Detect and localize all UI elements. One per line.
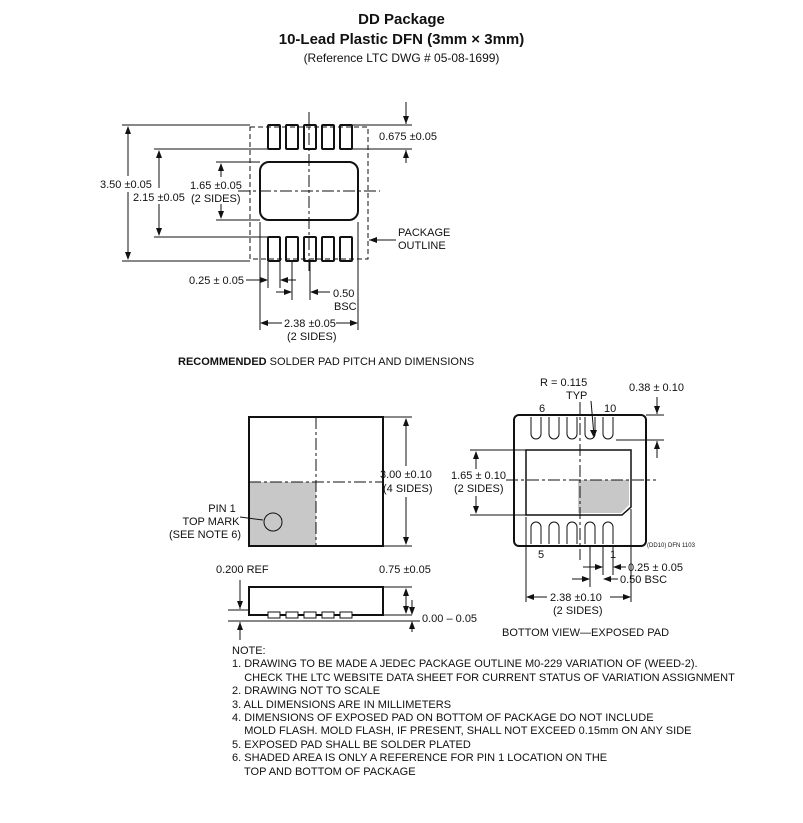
note-line: 3. ALL DIMENSIONS ARE IN MILLIMETERS [232,698,452,711]
dim-exposed-pad-width: 2.38 ±0.05 [284,318,336,330]
note-line: 4. DIMENSIONS OF EXPOSED PAD ON BOTTOM O… [232,712,654,725]
dim-bottom-exposed-pad-width: 2.38 ±0.10 [550,592,602,604]
package-subtitle: 10-Lead Plastic DFN (3mm × 3mm) [278,31,525,48]
package-title: DD Package [358,11,445,28]
solder-pad [267,236,281,262]
dim-bottom-exposed-pad-height-note: (2 SIDES) [454,483,504,495]
dim-bottom-pad-width: 0.25 ± 0.05 [628,562,683,574]
solder-pad [339,124,353,150]
lead-pad [548,417,560,440]
dim-body-size: 3.00 ±0.10 [380,469,432,481]
lead-pad [584,521,596,544]
pin1-shaded-area [250,482,316,545]
dim-package-length: 3.50 ±0.05 [100,179,152,191]
radius-label: R = 0.115 [540,377,587,389]
solder-pad [339,236,353,262]
drawing-code: (DD10) DFN 1103 [647,543,696,549]
note-line: CHECK THE LTC WEBSITE DATA SHEET FOR CUR… [232,671,735,684]
footprint-caption-rest: SOLDER PAD PITCH AND DIMENSIONS [267,356,475,368]
bottom-view: R = 0.115 TYP 6 10 5 1 0.38 ± 0.10 1.65 … [451,377,696,639]
exposed-pad-bottom [525,449,632,516]
dim-body-size-note: (4 SIDES) [383,483,433,495]
lead-pad [566,417,578,440]
pin1-label: PIN 1 [208,503,236,515]
notes-block: NOTE: 1. DRAWING TO BE MADE A JEDEC PACK… [232,645,735,779]
lead-pad [602,417,614,440]
side-profile [248,586,384,616]
bottom-view-caption: BOTTOM VIEW—EXPOSED PAD [502,627,669,639]
solder-pad [321,124,335,150]
dim-bottom-exposed-pad-height: 1.65 ± 0.10 [451,470,506,482]
solder-pad [303,236,317,262]
lead-pad [530,521,542,544]
note-line: 1. DRAWING TO BE MADE A JEDEC PACKAGE OU… [232,658,698,671]
top-view: PIN 1 TOP MARK (SEE NOTE 6) 3.00 ±0.10 (… [169,416,433,547]
footprint-caption-bold: RECOMMENDED [178,356,267,368]
lead-pad [602,521,614,544]
lead-pad [566,521,578,544]
dim-package-height: 0.75 ±0.05 [379,564,431,576]
solder-pad [303,124,317,150]
dim-pad-length: 0.675 ±0.05 [379,131,437,143]
solder-pad [267,124,281,150]
pin1-mark-icon [263,512,283,532]
dim-exposed-pad-height-note: (2 SIDES) [191,193,241,205]
dim-pitch-note: BSC [334,301,357,313]
solder-pad [285,236,299,262]
lead-pad [530,417,542,440]
bottom-top-pads [530,417,614,440]
note-line: 5. EXPOSED PAD SHALL BE SOLDER PLATED [232,738,471,751]
dim-pad-width: 0.25 ± 0.05 [189,275,244,287]
package-outline-label-2: OUTLINE [398,240,446,252]
pin1-label-2: TOP MARK [182,516,240,528]
pin-10-label: 10 [604,403,616,415]
footprint-caption: RECOMMENDED SOLDER PAD PITCH AND DIMENSI… [178,356,474,368]
dim-pitch: 0.50 [333,288,354,300]
bottom-bottom-pads [530,521,614,544]
bottom-pad-row [267,236,353,262]
radius-label-2: TYP [566,390,587,402]
note-line: 6. SHADED AREA IS ONLY A REFERENCE FOR P… [232,752,608,765]
dim-bottom-pad-length: 0.38 ± 0.10 [629,382,684,394]
dim-pad-row-span: 2.15 ±0.05 [133,192,185,204]
pin-6-label: 6 [539,403,545,415]
pin1-label-3: (SEE NOTE 6) [169,529,241,541]
side-view: 0.200 REF 0.75 ±0.05 0.00 – 0.05 [216,564,477,640]
pin-5-label: 5 [538,549,544,561]
footprint-view: 3.50 ±0.05 2.15 ±0.05 1.65 ±0.05 (2 SIDE… [100,102,474,368]
package-outline-label: PACKAGE [398,227,450,239]
dim-exposed-pad-width-note: (2 SIDES) [287,331,337,343]
note-line: 2. DRAWING NOT TO SCALE [232,685,381,698]
dim-lead-ref: 0.200 REF [216,564,269,576]
lead-pad [548,521,560,544]
dim-bottom-pitch: 0.50 BSC [620,574,667,586]
solder-pad [321,236,335,262]
note-line: TOP AND BOTTOM OF PACKAGE [232,765,416,778]
pin1-shaded-area-bottom [578,480,629,513]
solder-pad [285,124,299,150]
dim-standoff: 0.00 – 0.05 [422,613,477,625]
notes-heading: NOTE: [232,645,266,657]
top-pad-row [267,124,353,150]
note-line: MOLD FLASH. MOLD FLASH, IF PRESENT, SHAL… [232,725,692,738]
reference-drawing: (Reference LTC DWG # 05-08-1699) [303,51,500,65]
dim-bottom-exposed-pad-width-note: (2 SIDES) [553,605,603,617]
dim-exposed-pad-height: 1.65 ±0.05 [190,180,242,192]
